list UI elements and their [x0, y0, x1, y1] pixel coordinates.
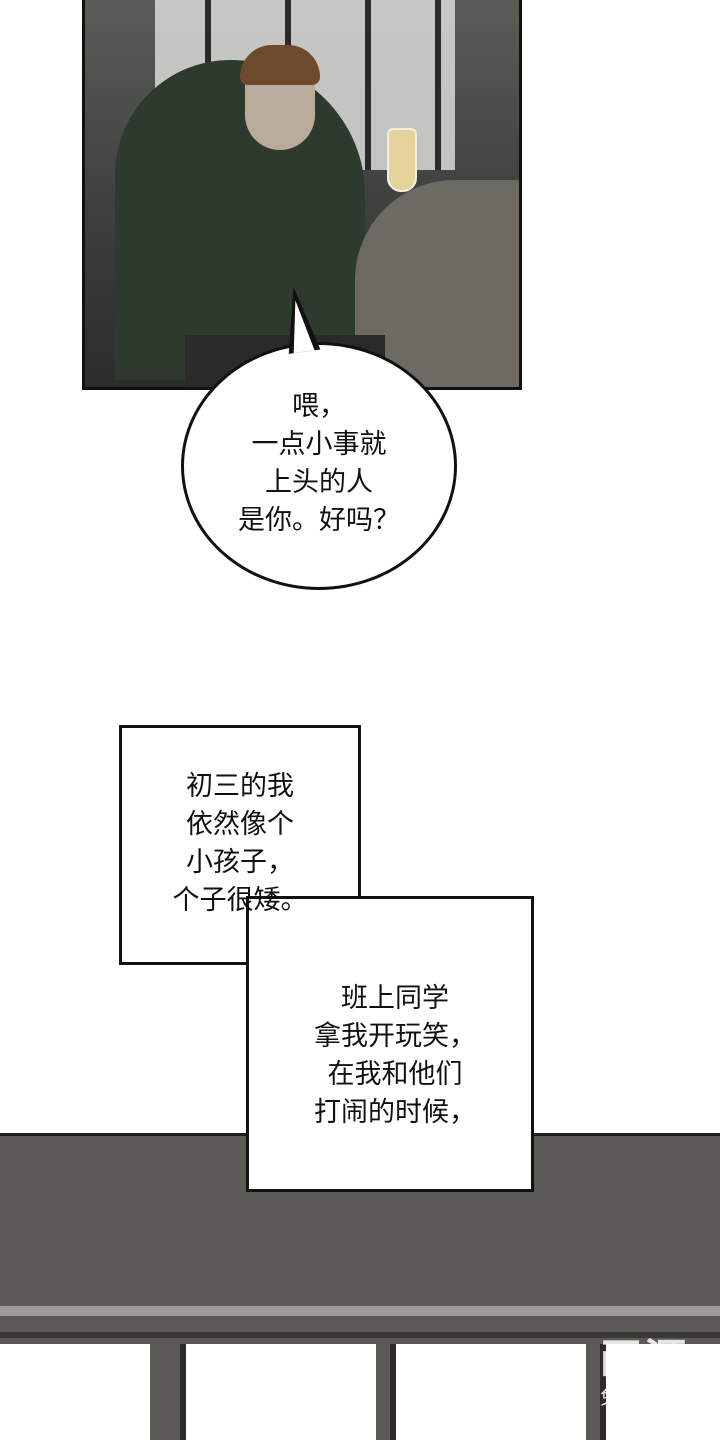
window-pane [0, 1344, 150, 1440]
caption-line: 班上同学 [341, 983, 449, 1014]
window-bar [435, 0, 441, 170]
caption-line: 初三的我 [186, 771, 294, 802]
watermark-tagline: 免费漫画 [600, 1385, 688, 1409]
caption-line: 拿我开玩笑， [314, 1021, 476, 1052]
window-frame-rail [0, 1332, 720, 1338]
window-pane [390, 1344, 586, 1440]
window-frame-rail [0, 1306, 720, 1316]
window-pane [600, 1344, 720, 1440]
caption-1-text: 初三的我 依然像个 小孩子， 个子很矮。 [140, 768, 340, 920]
speech-line: 上头的人 [265, 467, 373, 498]
caption-line: 打闹的时候， [314, 1097, 476, 1128]
caption-line: 依然像个 [186, 809, 294, 840]
watermark-logo: 画涯 [599, 1335, 688, 1384]
caption-line: 个子很矮。 [172, 885, 308, 916]
window-bar [365, 0, 371, 170]
speech-line: 一点小事就 [251, 429, 387, 460]
caption-line: 在我和他们 [327, 1059, 463, 1090]
caption-2-text: 班上同学 拿我开玩笑， 在我和他们 打闹的时候， [290, 980, 500, 1132]
watermark: 画涯 免费漫画 [600, 1336, 688, 1410]
top-comic-panel [82, 0, 522, 390]
man-hair [240, 45, 320, 85]
speech-bubble [181, 342, 457, 590]
speech-line: 是你。好吗？ [238, 505, 400, 536]
speech-line: 喂， [292, 391, 346, 422]
window-pane [180, 1344, 376, 1440]
speech-bubble-text: 喂， 一点小事就 上头的人 是你。好吗？ [181, 388, 457, 540]
caption-box-joint [249, 899, 358, 962]
caption-line: 小孩子， [186, 847, 294, 878]
man-in-green-shirt [115, 60, 365, 380]
champagne-glass [387, 128, 417, 192]
